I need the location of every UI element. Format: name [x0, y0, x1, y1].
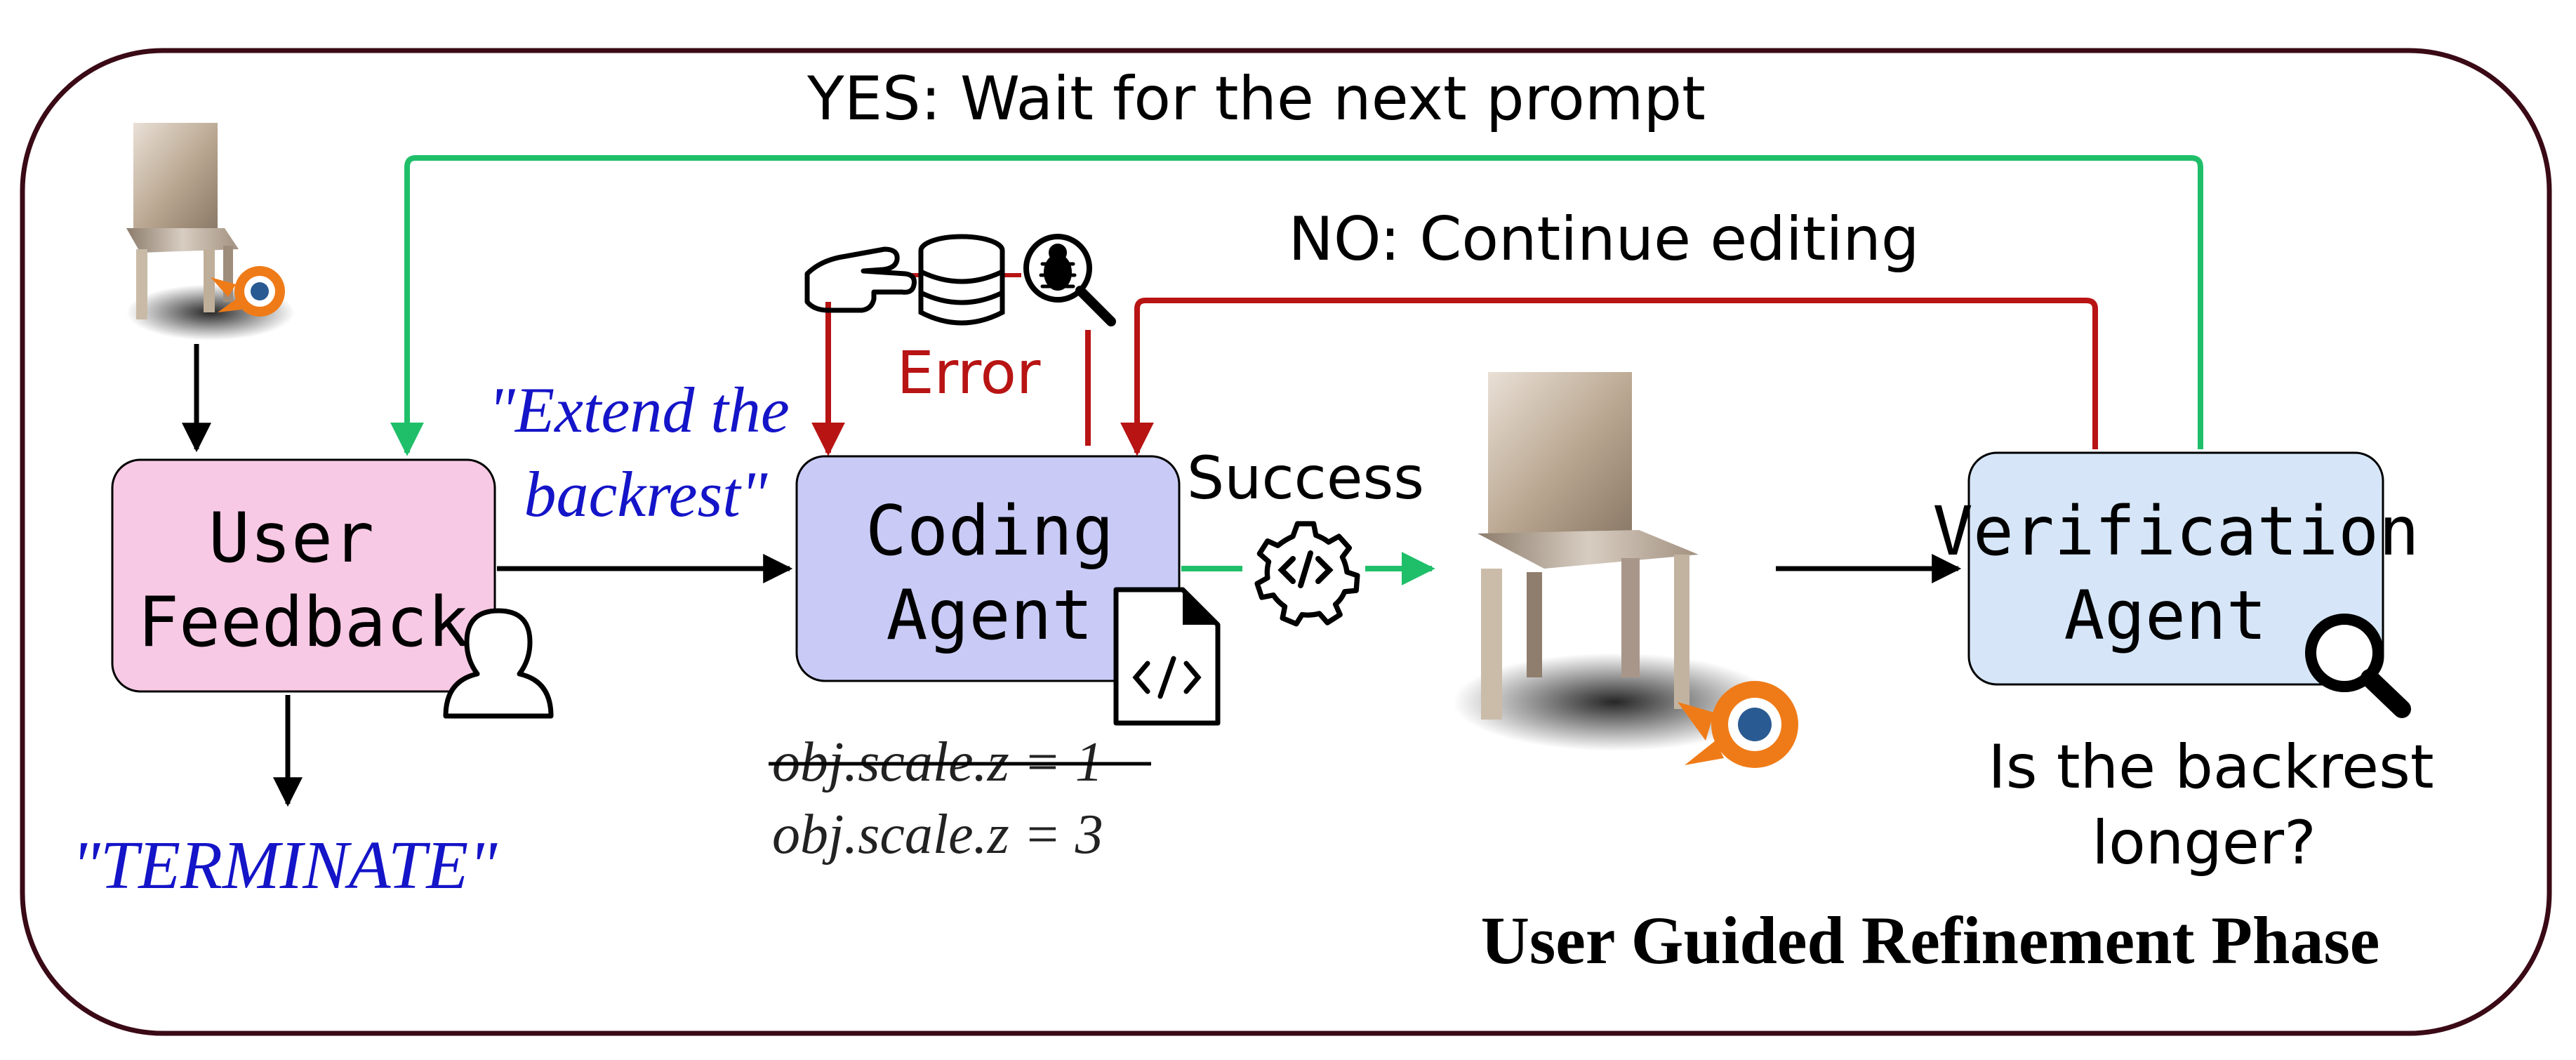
- coding-agent-label-line1: Coding: [865, 491, 1114, 571]
- success-label: Success: [1187, 444, 1424, 512]
- outer-frame: [20, 48, 2552, 1036]
- magnifier-icon: [2305, 614, 2411, 718]
- quote-line2: backrest": [524, 458, 768, 530]
- verification-agent-node: Verification Agent: [1932, 451, 2419, 686]
- coding-agent-box: [795, 455, 1181, 682]
- no-loop-arrow: [1120, 298, 2098, 456]
- yes-label: YES: Wait for the next prompt: [806, 64, 1706, 134]
- hand-icon: [804, 246, 917, 313]
- quote-line1: "Extend the: [488, 374, 789, 446]
- bug-search-icon: [1023, 234, 1116, 326]
- phase-title: User Guided Refinement Phase: [1481, 903, 2380, 978]
- error-loop-arrow: [828, 302, 1091, 453]
- code-new-line: obj.scale.z = 3: [772, 804, 1103, 866]
- code-gear-icon: [1254, 521, 1360, 627]
- code-file-icon: [1113, 587, 1221, 726]
- no-label: NO: Continue editing: [1289, 204, 1920, 274]
- blender-logo-large: [1678, 681, 1798, 768]
- terminate-label: "TERMINATE": [72, 828, 498, 903]
- question-line2: longer?: [2092, 808, 2316, 878]
- error-label: Error: [897, 338, 1041, 407]
- user-feedback-node: User Feedback: [111, 458, 496, 693]
- blender-logo-small: [211, 266, 285, 317]
- user-feedback-label-line2: Feedback: [138, 583, 469, 663]
- user-icon: [443, 608, 554, 719]
- question-line1: Is the backrest: [1988, 732, 2434, 802]
- yes-loop-arrow: [390, 155, 2203, 456]
- user-feedback-box: [111, 458, 496, 693]
- user-feedback-label-line1: User: [208, 498, 374, 578]
- verification-agent-box: [1967, 451, 2384, 686]
- verification-agent-label-line1: Verification: [1932, 492, 2419, 571]
- database-icon: [918, 234, 1005, 326]
- coding-agent-node: Coding Agent: [795, 455, 1181, 682]
- edited-chair-image: [1453, 372, 1776, 751]
- verification-agent-label-line2: Agent: [2064, 576, 2267, 655]
- coding-agent-label-line2: Agent: [886, 576, 1093, 656]
